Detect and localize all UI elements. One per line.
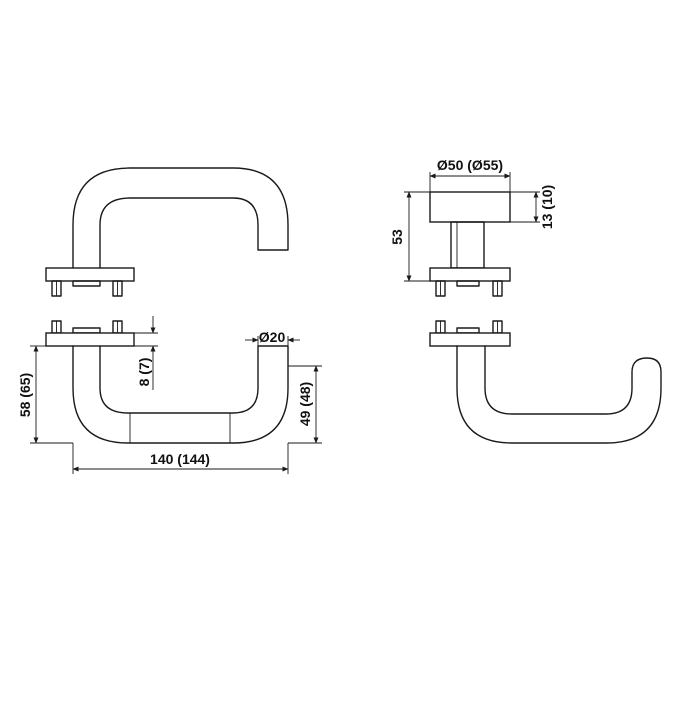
handle-front-outline <box>72 345 289 444</box>
rose-plate-side <box>429 332 511 347</box>
rose-base <box>429 267 511 282</box>
label-inner-height: 49 (48) <box>297 382 313 426</box>
rose-plate-top <box>45 267 135 282</box>
label-total-height: 58 (65) <box>17 373 33 417</box>
label-width: 140 (144) <box>150 451 210 467</box>
handle-front-view: 58 (65) 140 (144) 8 (7) Ø20 49 (48) <box>17 316 322 474</box>
label-rose-thickness: 13 (10) <box>539 185 555 229</box>
handle-side-outline <box>456 345 662 444</box>
spindle-slot-top <box>72 280 101 287</box>
rose-stem <box>450 221 485 269</box>
label-gap: 8 (7) <box>136 358 152 387</box>
handle-side-view <box>429 320 662 444</box>
rose-side-view: Ø50 (Ø55) 53 13 (10) <box>389 157 555 297</box>
spindle-slot-side <box>456 327 480 334</box>
spindle-slot-front <box>72 327 101 334</box>
label-rose-height: 53 <box>389 229 405 245</box>
rose-cap <box>429 191 511 223</box>
label-rose-diameter: Ø50 (Ø55) <box>437 157 503 173</box>
rose-plate-front <box>45 332 135 347</box>
spindle-slot-rose <box>456 280 480 287</box>
label-bar-diameter: Ø20 <box>259 329 286 345</box>
handle-top-outline <box>72 167 289 269</box>
handle-top-view <box>45 167 289 297</box>
